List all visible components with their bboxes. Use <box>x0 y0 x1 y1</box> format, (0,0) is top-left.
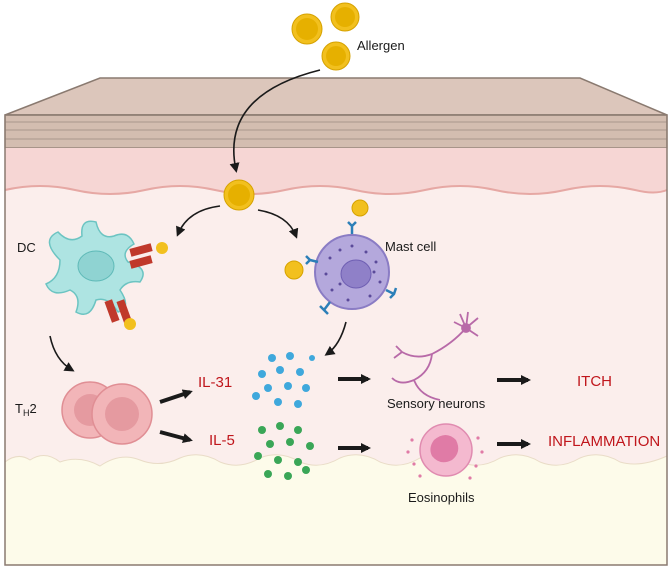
allergen-particle-1 <box>291 13 323 45</box>
arrows <box>49 69 347 372</box>
itch-label: ITCH <box>577 373 612 390</box>
allergen-particle-3 <box>321 41 351 71</box>
arrow-mast-to-il31 <box>324 321 347 356</box>
subcutis-layer <box>4 454 668 566</box>
th2-label: TH2 <box>15 401 37 418</box>
skin-top-surface <box>4 77 668 116</box>
arrow-dc-to-th2 <box>49 335 75 372</box>
arrow-to-mast-cell <box>257 209 299 239</box>
arrow-allergen-to-skin <box>229 69 321 173</box>
allergen-particles <box>223 2 360 211</box>
mast-cell-label: Mast cell <box>385 239 437 254</box>
straight-arrows <box>159 374 531 453</box>
skin-block <box>4 77 668 566</box>
allergen-label: Allergen <box>357 38 405 53</box>
dendritic-cell <box>45 220 168 330</box>
allergen-particle-skin <box>223 179 255 211</box>
stratum-corneum <box>4 114 668 149</box>
il5-label: IL-5 <box>209 432 235 449</box>
mast-cell-nucleus <box>340 259 372 289</box>
inflammation-label: INFLAMMATION <box>548 433 661 450</box>
eosinophils-label: Eosinophils <box>408 490 475 505</box>
dc-label: DC <box>17 240 36 255</box>
mast-allergen-top <box>351 199 369 217</box>
arrow-th2-to-il31 <box>159 389 193 404</box>
dc-receptor-1 <box>129 242 168 269</box>
epidermis-border <box>4 185 668 195</box>
arrow-th2-to-il5 <box>159 430 193 444</box>
dc-nucleus <box>77 250 115 282</box>
mast-cell-antibodies <box>305 221 398 315</box>
il31-label: IL-31 <box>198 374 233 391</box>
th2-cells <box>61 381 153 445</box>
arrow-to-dc <box>176 205 221 237</box>
mast-cell <box>284 199 398 315</box>
skin-outline <box>4 114 668 566</box>
dc-receptor-2 <box>104 299 136 330</box>
eosinophil <box>406 423 484 480</box>
il31-cytokines <box>252 352 315 408</box>
dermis-layer <box>5 186 667 465</box>
il5-cytokines <box>254 422 314 480</box>
sensory-neurons-label: Sensory neurons <box>387 396 486 411</box>
mast-allergen-left <box>284 260 304 280</box>
sensory-neuron <box>391 311 479 401</box>
allergen-particle-2 <box>330 2 360 32</box>
